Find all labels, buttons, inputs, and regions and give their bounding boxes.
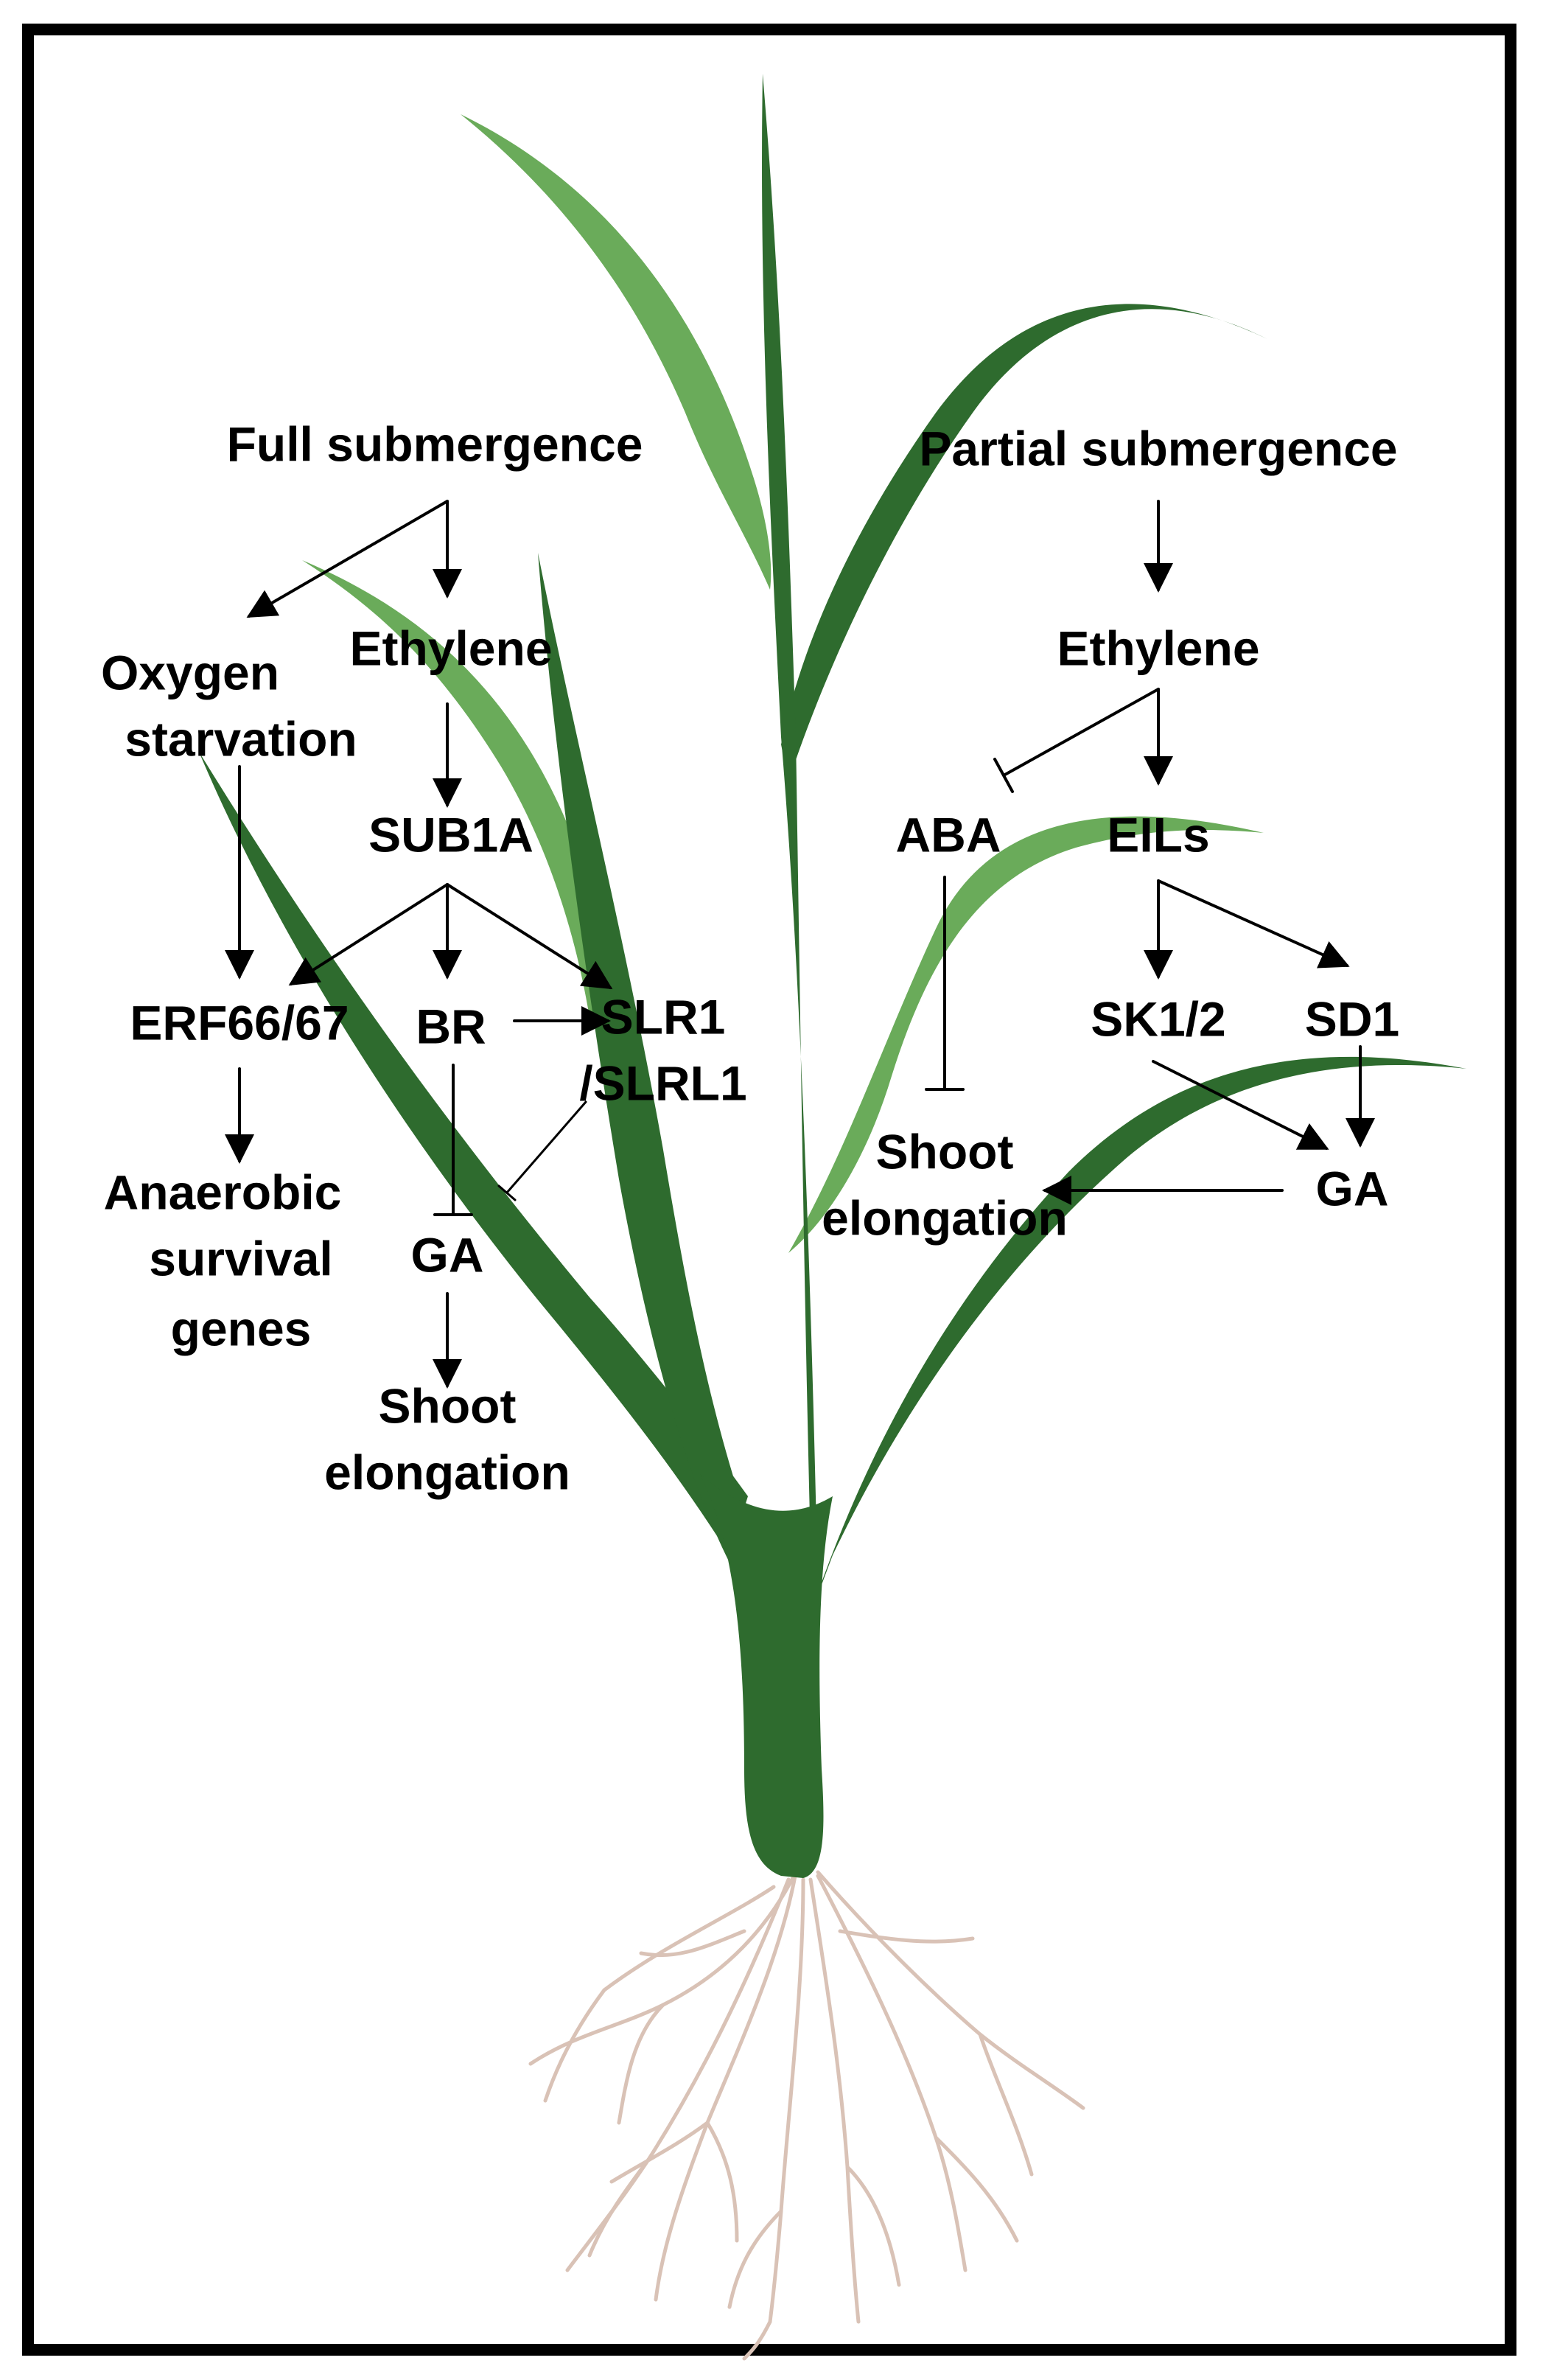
inhibit-ethylene-to-aba bbox=[993, 688, 1160, 793]
partial-submergence-title: Partial submergence bbox=[919, 421, 1397, 475]
frame-border bbox=[22, 24, 1516, 2356]
sk-label: SK1/2 bbox=[1091, 991, 1225, 1046]
inhibit-br-to-ga bbox=[433, 1064, 473, 1216]
dark-leaf-left-long bbox=[199, 752, 748, 1555]
erf-label: ERF66/67 bbox=[130, 995, 349, 1050]
light-leaf-top bbox=[461, 114, 772, 590]
shoot-elongation-full-line1: Shoot bbox=[379, 1378, 517, 1433]
anaerobic-label-line2: survival bbox=[149, 1231, 333, 1285]
inhibit-slr1-to-ga bbox=[497, 1100, 587, 1201]
arrow-sub1a-to-slr1 bbox=[446, 883, 613, 990]
anaerobic-label-line1: Anaerobic bbox=[104, 1165, 342, 1219]
ethylene-label-partial: Ethylene bbox=[1057, 621, 1259, 675]
arrow-eils-to-sd1 bbox=[1157, 879, 1350, 969]
arrow-full-to-oxygen bbox=[246, 500, 449, 618]
pathway-connectors bbox=[225, 500, 1375, 1389]
sd1-label: SD1 bbox=[1305, 991, 1399, 1046]
full-submergence-pathway: Full submergence Ethylene Oxygen starvat… bbox=[101, 416, 747, 1499]
shoot-elongation-partial-line1: Shoot bbox=[876, 1124, 1014, 1179]
central-stem bbox=[762, 74, 818, 1592]
light-leaf-left bbox=[302, 560, 619, 1047]
dark-leaf-inner-left bbox=[538, 553, 744, 1563]
arrow-sk-to-ga bbox=[1152, 1060, 1329, 1150]
inhibit-aba-to-shoot bbox=[925, 876, 965, 1091]
anaerobic-label-line3: genes bbox=[171, 1301, 312, 1355]
ga-label-partial: GA bbox=[1316, 1161, 1389, 1215]
sub1a-label: SUB1A bbox=[368, 807, 533, 862]
dark-leaf-upper-right bbox=[781, 304, 1267, 781]
shoot-elongation-full-line2: elongation bbox=[324, 1445, 570, 1499]
partial-submergence-pathway: Partial submergence Ethylene ABA EILs SK… bbox=[822, 421, 1399, 1245]
arrow-sub1a-to-erf bbox=[288, 883, 449, 986]
slr1-label-line1: SLR1 bbox=[601, 989, 726, 1044]
aba-label: ABA bbox=[896, 807, 1001, 862]
oxygen-label-line2: starvation bbox=[125, 711, 357, 766]
eils-label: EILs bbox=[1107, 807, 1209, 862]
ethylene-label-full: Ethylene bbox=[349, 621, 552, 675]
plant-illustration bbox=[199, 74, 1466, 2361]
slr1-label-line2: /SLRL1 bbox=[579, 1055, 746, 1110]
br-label: BR bbox=[416, 999, 486, 1053]
ga-label-full: GA bbox=[411, 1227, 484, 1282]
roots bbox=[528, 1870, 1085, 2361]
oxygen-label-line1: Oxygen bbox=[101, 645, 279, 699]
full-submergence-title: Full submergence bbox=[227, 416, 643, 471]
stem-base bbox=[700, 1474, 833, 1878]
shoot-elongation-partial-line2: elongation bbox=[822, 1190, 1068, 1245]
